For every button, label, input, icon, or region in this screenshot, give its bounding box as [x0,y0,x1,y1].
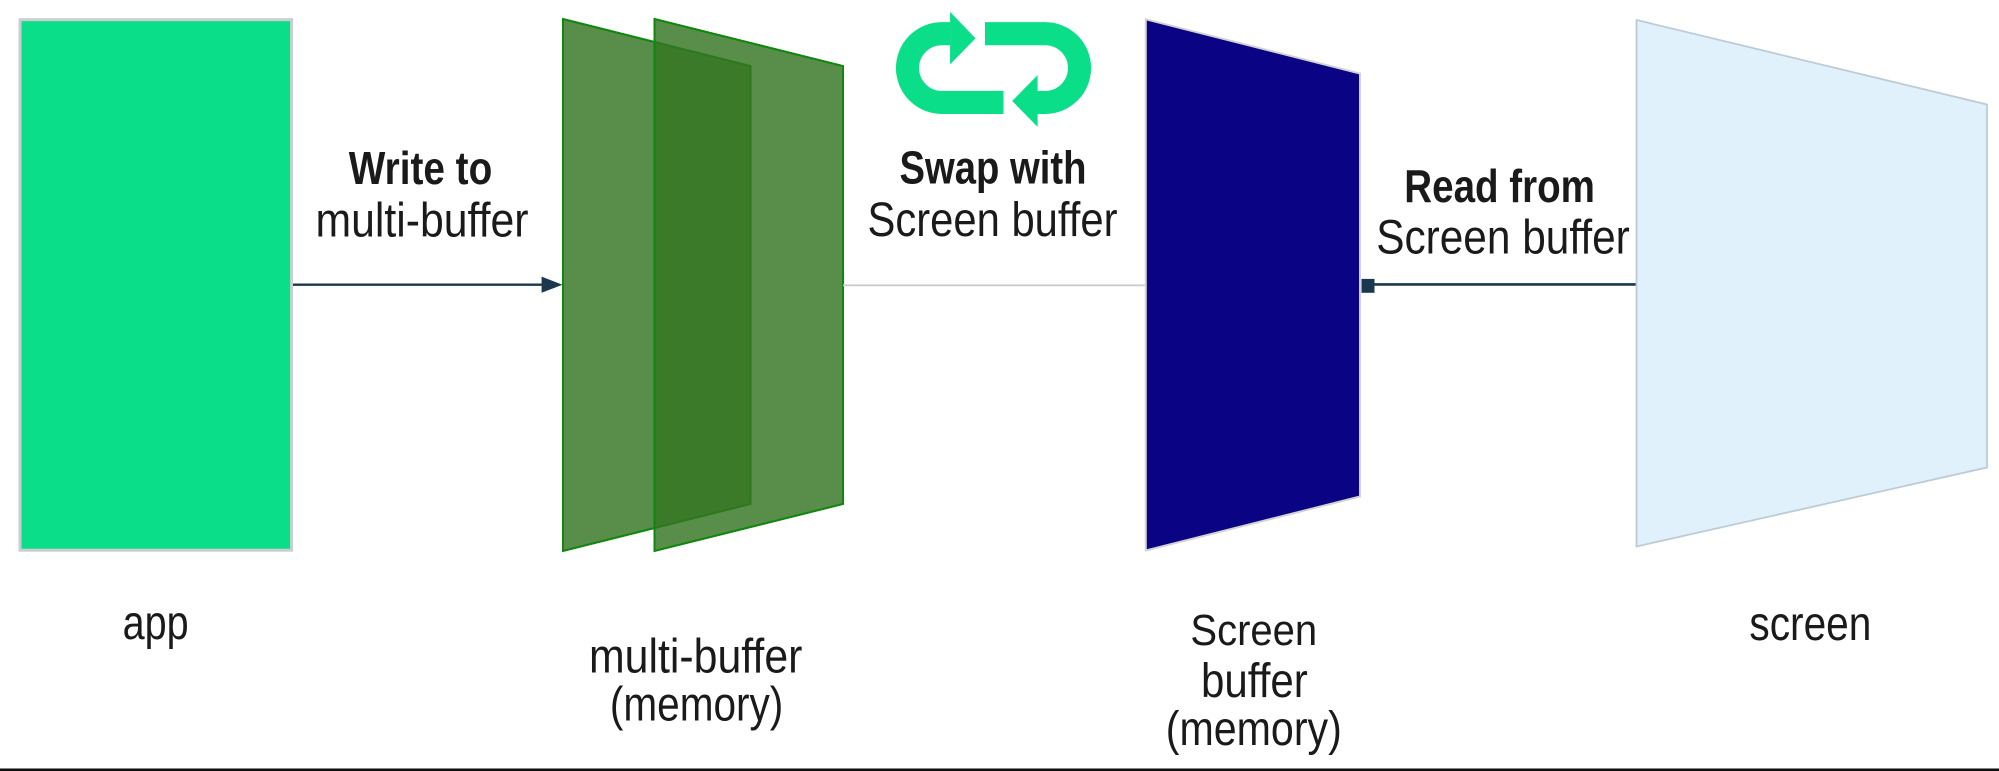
svg-text:(memory): (memory) [610,679,783,732]
svg-text:Swap with: Swap with [900,142,1087,194]
svg-text:Write to: Write to [349,142,493,194]
svg-text:Screen: Screen [1190,606,1317,655]
svg-text:multi-buffer: multi-buffer [589,630,802,683]
svg-text:app: app [123,597,189,650]
svg-text:multi-buffer: multi-buffer [316,195,529,248]
svg-text:Read from: Read from [1404,160,1595,212]
svg-text:screen: screen [1749,598,1871,651]
svg-text:(memory): (memory) [1166,703,1342,756]
svg-text:Screen buffer: Screen buffer [868,194,1118,247]
svg-text:buffer: buffer [1201,655,1308,708]
svg-text:Screen buffer: Screen buffer [1376,212,1630,265]
